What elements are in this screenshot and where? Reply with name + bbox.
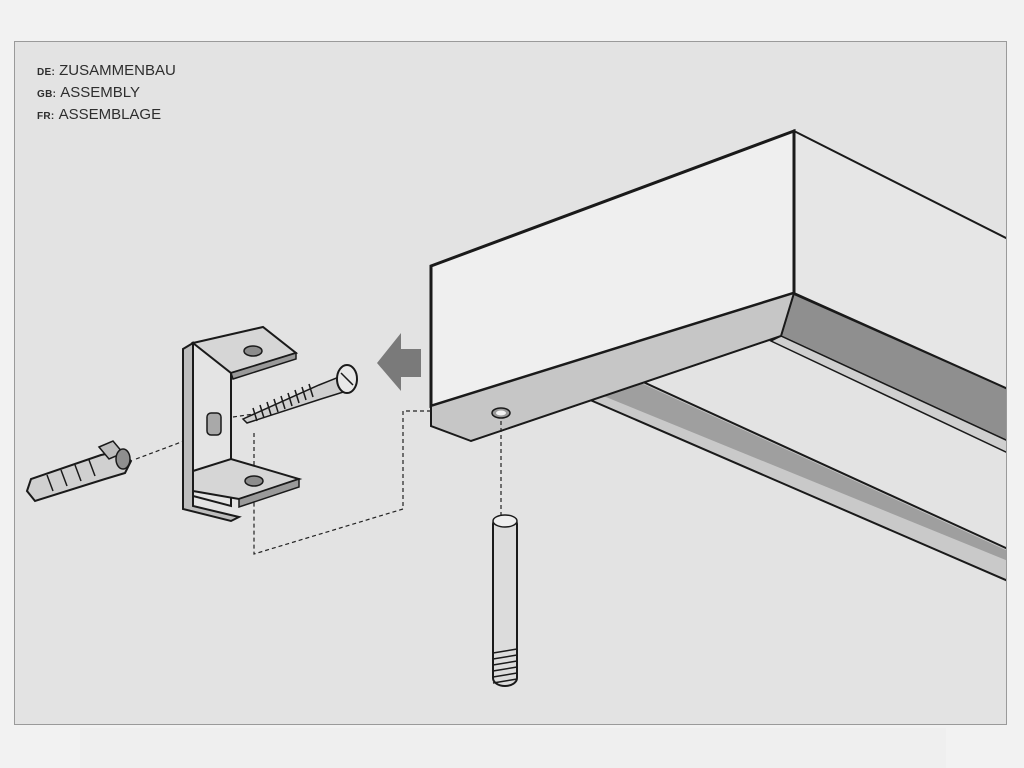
label-text-gb: ASSEMBLY bbox=[60, 84, 140, 101]
direction-arrow-icon bbox=[377, 333, 421, 391]
curtain-rail bbox=[429, 128, 1006, 582]
lang-code-gb: GB: bbox=[37, 89, 57, 100]
wall-bracket bbox=[182, 325, 303, 523]
wood-screw bbox=[241, 364, 358, 424]
label-fr: FR:ASSEMBLAGE bbox=[37, 105, 176, 127]
label-gb: GB:ASSEMBLY bbox=[37, 83, 176, 105]
label-text-de: ZUSAMMENBAU bbox=[59, 62, 176, 79]
assembly-diagram-panel: DE:ZUSAMMENBAU GB:ASSEMBLY FR:ASSEMBLAGE bbox=[14, 41, 1007, 725]
language-labels: DE:ZUSAMMENBAU GB:ASSEMBLY FR:ASSEMBLAGE bbox=[37, 61, 176, 127]
wall-plug bbox=[25, 440, 133, 503]
label-de: DE:ZUSAMMENBAU bbox=[37, 61, 176, 83]
threaded-rod bbox=[492, 514, 518, 687]
lang-code-de: DE: bbox=[37, 67, 56, 78]
assembly-illustration bbox=[25, 128, 1006, 687]
lang-code-fr: FR: bbox=[37, 111, 55, 122]
label-text-fr: ASSEMBLAGE bbox=[58, 106, 162, 123]
bottom-strip bbox=[80, 728, 946, 768]
